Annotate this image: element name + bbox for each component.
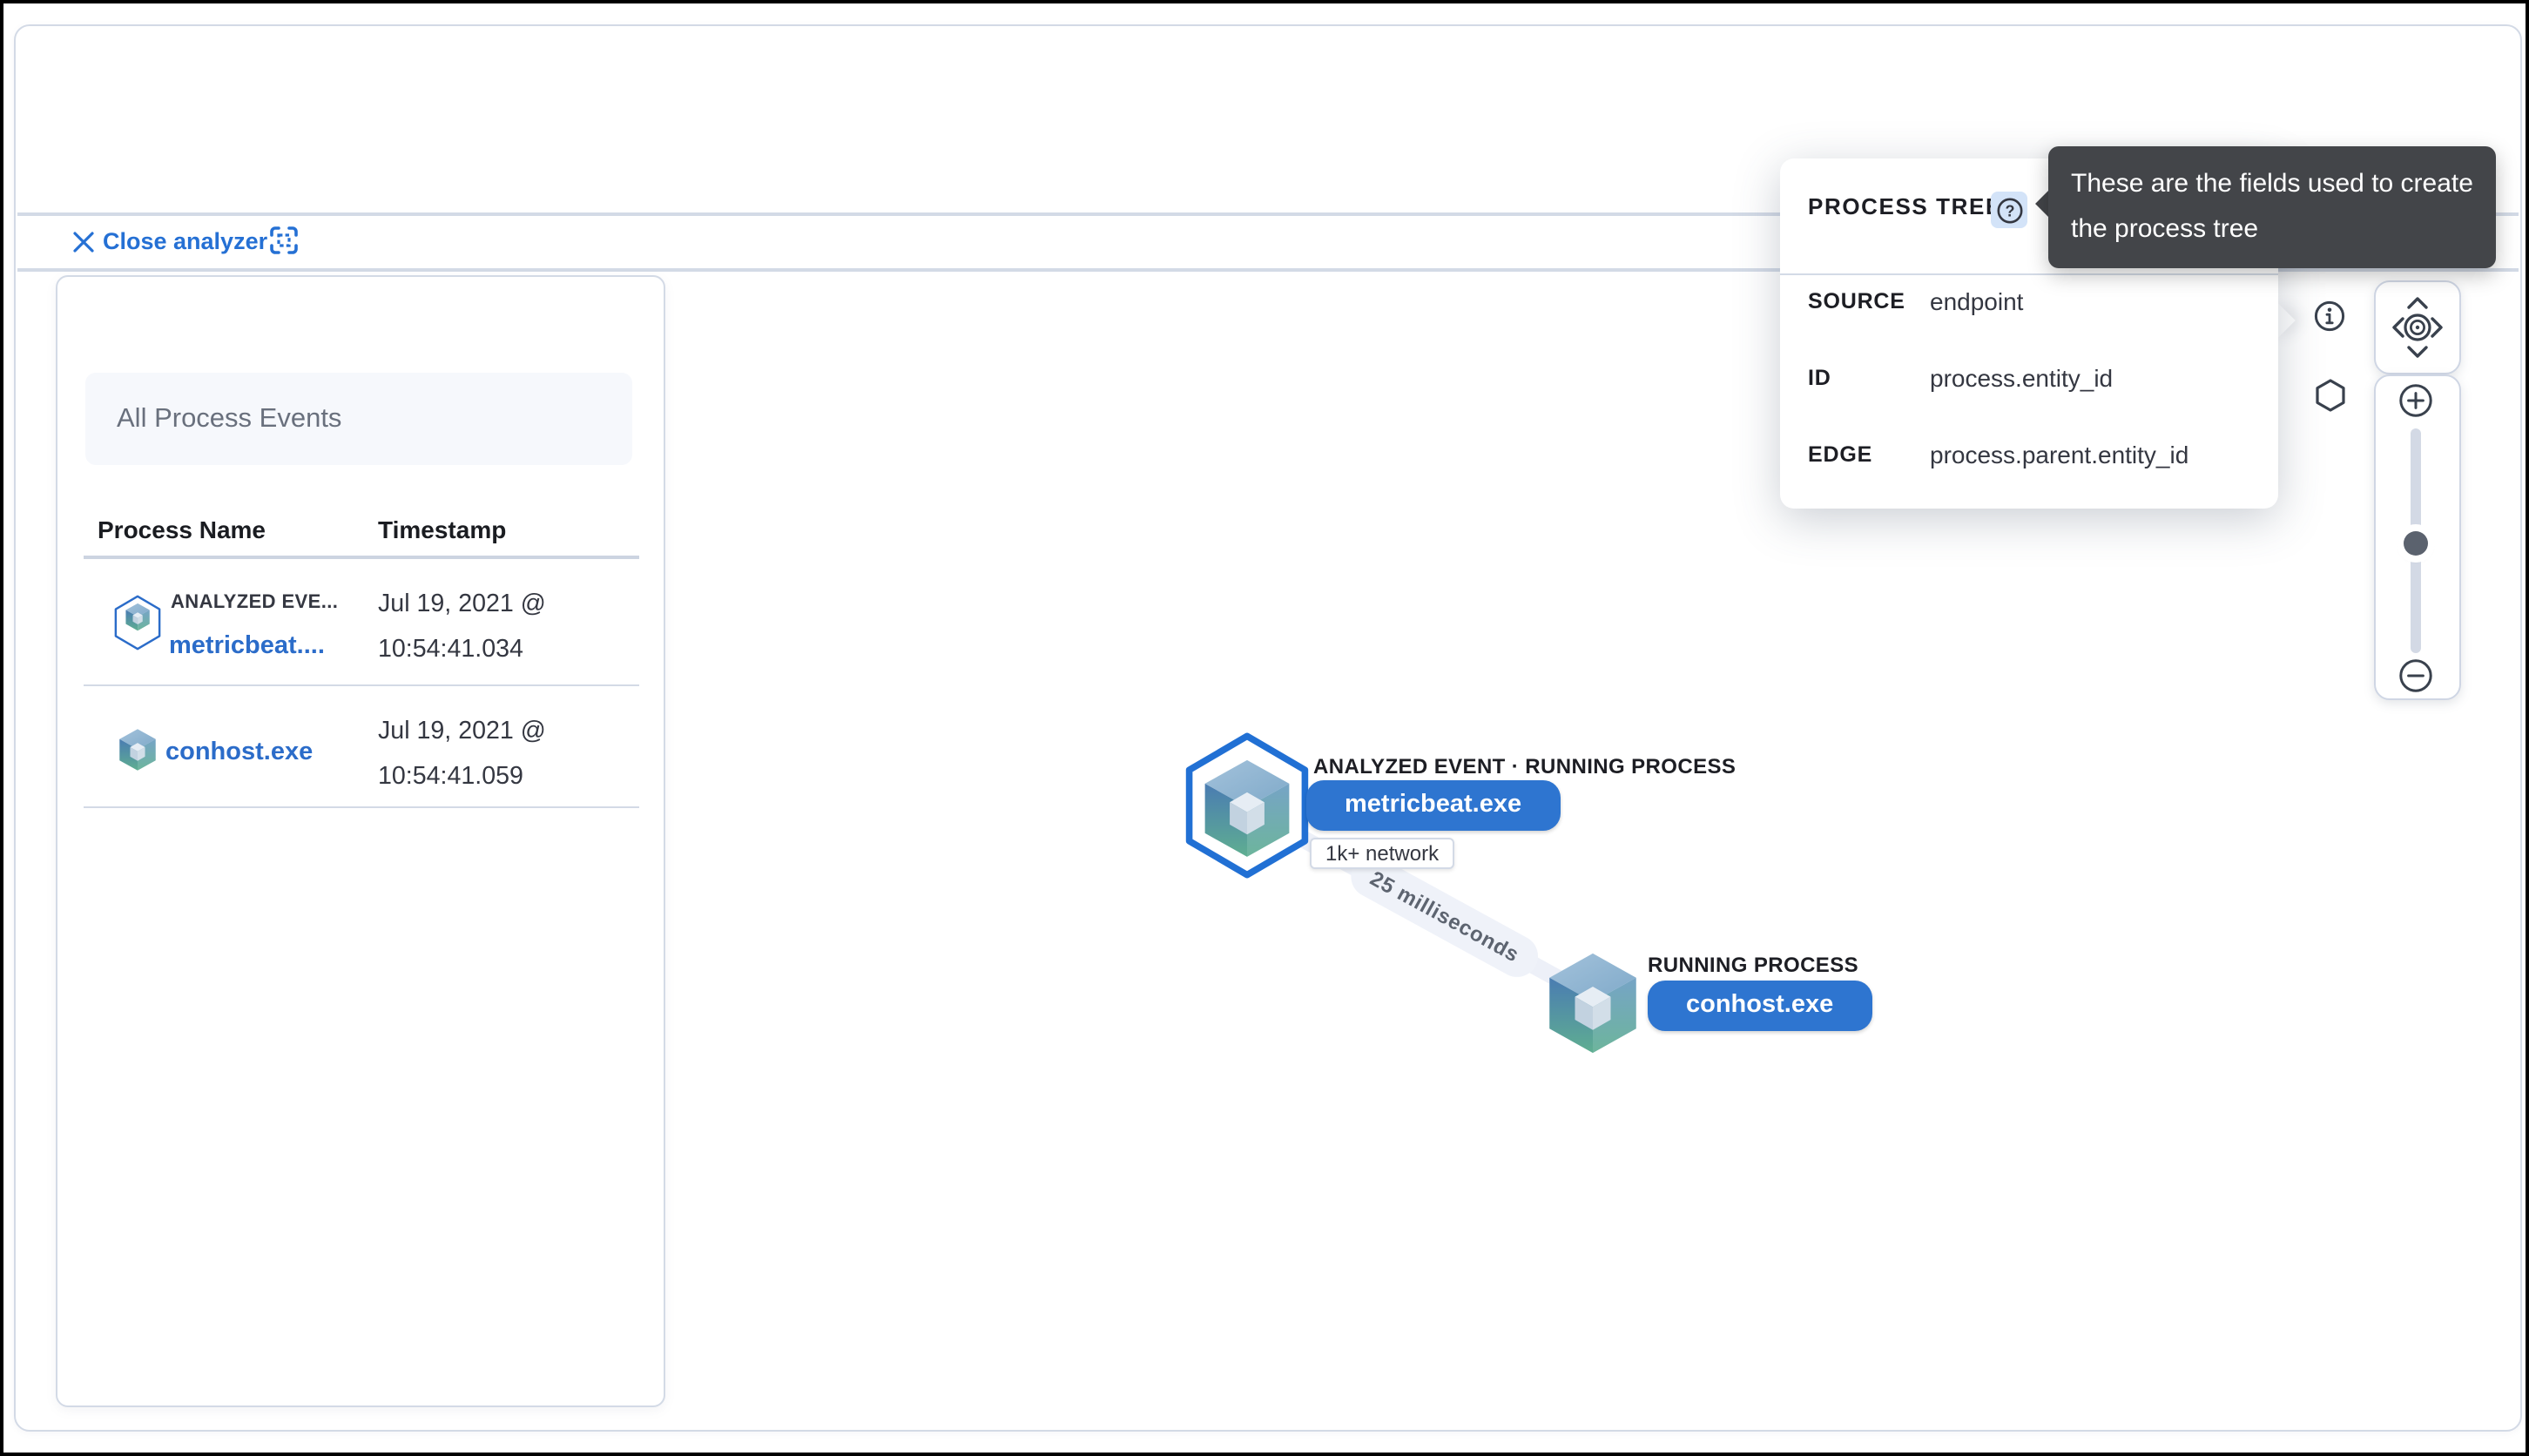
field-value-id: process.entity_id bbox=[1930, 364, 2114, 392]
help-tooltip: These are the fields used to create the … bbox=[2048, 146, 2496, 268]
column-header-timestamp: Timestamp bbox=[378, 516, 507, 543]
close-analyzer-label[interactable]: Close analyzer bbox=[103, 228, 268, 254]
field-label-edge: EDGE bbox=[1808, 442, 1873, 467]
selected-hexagon-icon bbox=[1185, 732, 1309, 879]
svg-text:?: ? bbox=[2005, 201, 2014, 219]
center-camera-button[interactable] bbox=[2404, 313, 2431, 341]
zoom-out-button[interactable] bbox=[2397, 657, 2435, 704]
field-label-id: ID bbox=[1808, 366, 1831, 390]
zoom-in-button[interactable] bbox=[2397, 381, 2435, 428]
process-node-icon bbox=[118, 728, 157, 780]
process-node-conhost[interactable] bbox=[1547, 951, 1639, 1064]
header-divider bbox=[17, 212, 2519, 215]
hexagon-icon bbox=[2316, 379, 2345, 412]
node-name-button-conhost[interactable]: conhost.exe bbox=[1648, 981, 1872, 1031]
question-circle-icon: ? bbox=[1996, 197, 2022, 223]
schema-info-button[interactable] bbox=[2313, 300, 2346, 341]
plus-circle-icon bbox=[2399, 384, 2432, 417]
pan-south-button[interactable] bbox=[2407, 346, 2428, 358]
pan-controls bbox=[2374, 280, 2461, 374]
row-divider bbox=[84, 684, 639, 686]
zoom-slider-thumb[interactable] bbox=[2404, 531, 2428, 556]
node-name-button-metricbeat[interactable]: metricbeat.exe bbox=[1306, 780, 1561, 831]
timestamp-line: Jul 19, 2021 @ bbox=[378, 590, 546, 618]
pan-west-button[interactable] bbox=[2392, 317, 2404, 338]
process-node-metricbeat[interactable] bbox=[1183, 728, 1312, 892]
popover-divider bbox=[1780, 273, 2278, 275]
pan-east-button[interactable] bbox=[2431, 317, 2443, 338]
close-icon bbox=[73, 232, 94, 253]
process-link-metricbeat[interactable]: metricbeat.... bbox=[169, 632, 325, 660]
events-panel-title: All Process Events bbox=[85, 373, 632, 465]
field-label-source: SOURCE bbox=[1808, 289, 1905, 313]
analyzed-event-badge: ANALYZED EVE... bbox=[171, 592, 339, 613]
node-network-badge[interactable]: 1k+ network bbox=[1310, 838, 1455, 869]
popover-title: PROCESS TREE bbox=[1808, 193, 2002, 219]
nodes-legend-button[interactable] bbox=[2315, 378, 2346, 421]
pan-north-button[interactable] bbox=[2407, 297, 2428, 309]
table-header-rule bbox=[84, 556, 639, 559]
info-icon bbox=[2314, 300, 2345, 332]
fullscreen-icon bbox=[270, 226, 298, 254]
timestamp-line: 10:54:41.059 bbox=[378, 763, 523, 791]
field-value-source: endpoint bbox=[1930, 287, 2024, 315]
analyzer-top-divider bbox=[17, 268, 2519, 271]
fullscreen-button[interactable] bbox=[266, 223, 301, 258]
field-value-edge: process.parent.entity_id bbox=[1930, 441, 2189, 468]
node-kind-label: ANALYZED EVENT · RUNNING PROCESS bbox=[1313, 754, 1737, 779]
timestamp-line: 10:54:41.034 bbox=[378, 636, 523, 664]
column-header-process-name: Process Name bbox=[98, 516, 266, 543]
timestamp-line: Jul 19, 2021 @ bbox=[378, 718, 546, 745]
process-link-conhost[interactable]: conhost.exe bbox=[165, 738, 314, 766]
close-analyzer-button[interactable] bbox=[66, 225, 101, 260]
analyzed-event-hexagon-icon bbox=[113, 594, 162, 660]
row-divider bbox=[84, 806, 639, 808]
node-kind-label: RUNNING PROCESS bbox=[1648, 953, 1859, 977]
minus-circle-icon bbox=[2399, 659, 2432, 692]
help-button[interactable]: ? bbox=[1991, 192, 2027, 228]
process-cube-icon bbox=[1549, 953, 1636, 1054]
